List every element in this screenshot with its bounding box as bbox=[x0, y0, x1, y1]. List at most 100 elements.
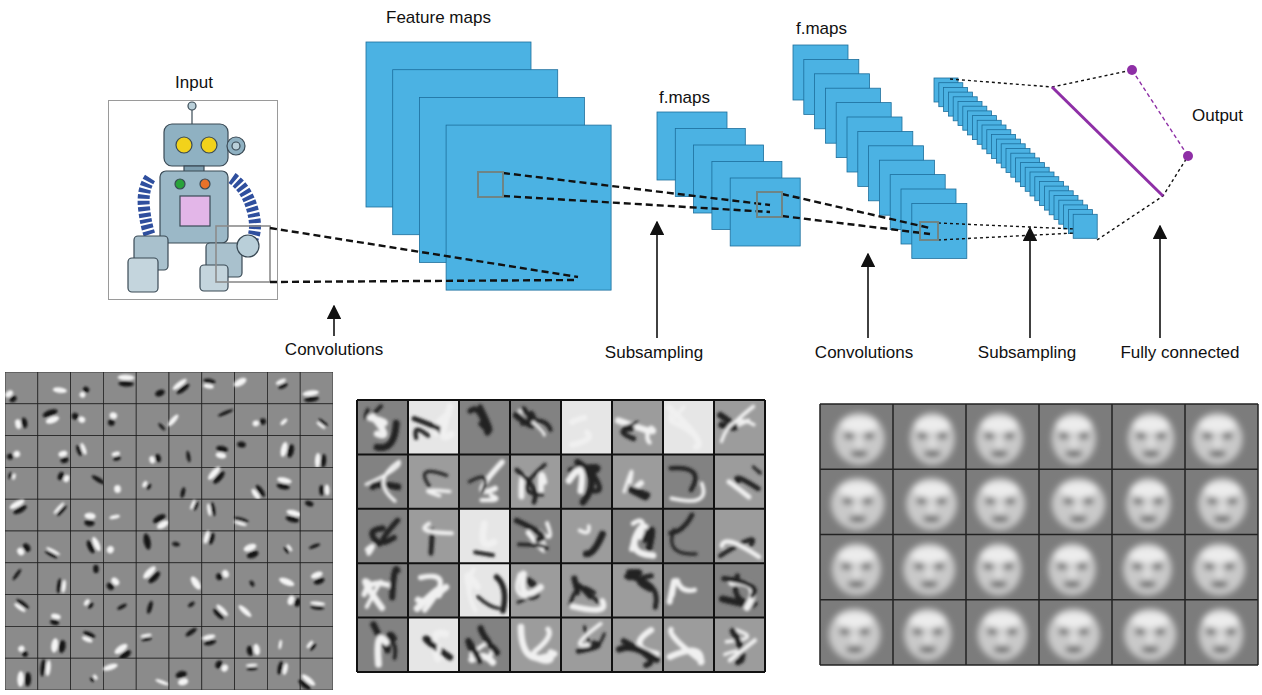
eye bbox=[984, 563, 994, 569]
part-strokes bbox=[475, 524, 494, 555]
eye bbox=[1135, 628, 1145, 634]
filter-tile bbox=[300, 436, 333, 468]
gabor-blob bbox=[106, 545, 115, 555]
face bbox=[1194, 543, 1246, 595]
blob bbox=[24, 672, 31, 687]
gabor-blob bbox=[44, 546, 61, 560]
blob bbox=[237, 603, 253, 618]
eye bbox=[841, 563, 851, 569]
gabor-blob bbox=[157, 422, 166, 431]
nose bbox=[852, 631, 858, 645]
blob bbox=[203, 378, 216, 385]
grid-line bbox=[1184, 404, 1186, 665]
blob bbox=[113, 456, 121, 462]
face-pattern bbox=[1194, 543, 1246, 595]
part-strokes bbox=[424, 524, 451, 554]
face bbox=[1124, 608, 1176, 660]
gabor-blob bbox=[17, 645, 29, 659]
part-stroke bbox=[671, 630, 702, 662]
filter-tile bbox=[714, 563, 765, 617]
gabor-blob bbox=[154, 388, 166, 398]
blob bbox=[208, 532, 216, 545]
gabor-blob bbox=[75, 442, 88, 457]
part-strokes bbox=[670, 580, 695, 601]
part-stroke bbox=[470, 409, 487, 433]
filter-tile bbox=[893, 600, 966, 665]
face-pattern bbox=[1052, 478, 1106, 530]
gabor-blob bbox=[166, 413, 180, 427]
gabor-blob bbox=[246, 643, 261, 657]
part-strokes bbox=[570, 578, 603, 610]
eye bbox=[840, 628, 850, 634]
blob bbox=[78, 391, 86, 399]
face-pattern bbox=[1199, 608, 1243, 660]
part-stroke bbox=[677, 580, 694, 590]
filter-tile bbox=[5, 626, 38, 658]
filter-tile bbox=[1039, 469, 1112, 534]
gabor-blob bbox=[42, 408, 61, 426]
face-pattern bbox=[1049, 543, 1096, 595]
face-pattern bbox=[1128, 413, 1174, 465]
part-stroke bbox=[443, 406, 451, 437]
filter-tile bbox=[103, 404, 136, 436]
filter-tile bbox=[300, 467, 333, 499]
filter-tile bbox=[5, 531, 38, 563]
part-strokes bbox=[470, 407, 490, 433]
part-strokes bbox=[671, 468, 704, 501]
filter-tile bbox=[1039, 600, 1112, 665]
filter-tile bbox=[408, 400, 459, 454]
blob bbox=[316, 421, 326, 430]
part-strokes bbox=[627, 572, 657, 607]
eye bbox=[1083, 498, 1093, 504]
gabor-blob bbox=[284, 508, 302, 524]
filter-tile bbox=[5, 404, 38, 436]
filter-tile bbox=[1112, 469, 1185, 534]
eye bbox=[933, 628, 943, 634]
filter-tile bbox=[459, 618, 510, 672]
part-stroke bbox=[478, 597, 499, 609]
filter-tile bbox=[612, 563, 663, 617]
part-strokes bbox=[669, 407, 699, 447]
face bbox=[1048, 608, 1100, 660]
filter-tile bbox=[300, 531, 333, 563]
mouth bbox=[923, 451, 941, 457]
filter-tile bbox=[561, 400, 612, 454]
part-stroke bbox=[481, 628, 497, 652]
part-stroke bbox=[377, 423, 396, 447]
blob bbox=[233, 520, 247, 527]
blob bbox=[308, 542, 320, 550]
blob bbox=[102, 662, 118, 672]
eye bbox=[1224, 563, 1234, 569]
filter-tile bbox=[510, 563, 561, 617]
blob bbox=[212, 470, 227, 486]
face-pattern bbox=[1192, 413, 1242, 465]
blob bbox=[172, 541, 180, 547]
blob bbox=[118, 374, 135, 380]
part-stroke bbox=[517, 470, 536, 502]
gabor-blob bbox=[286, 595, 302, 608]
blob bbox=[166, 413, 180, 427]
blob bbox=[186, 450, 192, 462]
eye bbox=[1057, 563, 1067, 569]
nose bbox=[856, 436, 862, 450]
gabor-blob bbox=[85, 536, 103, 555]
blob bbox=[297, 678, 312, 690]
blob bbox=[277, 476, 293, 485]
filter-tile bbox=[235, 467, 268, 499]
filter-tile bbox=[38, 404, 71, 436]
eye bbox=[1007, 628, 1017, 634]
filter-tile bbox=[267, 595, 300, 627]
part-stroke bbox=[535, 629, 550, 651]
gabor-blob bbox=[17, 671, 31, 687]
filter-tile bbox=[235, 563, 268, 595]
blob bbox=[212, 607, 225, 620]
filter-tile bbox=[893, 535, 966, 600]
gabor-blob bbox=[56, 578, 67, 594]
part-stroke bbox=[624, 471, 632, 491]
layer-heading: Feature maps bbox=[386, 8, 491, 28]
face-pattern bbox=[832, 543, 881, 595]
filter-tile bbox=[459, 454, 510, 508]
gabor-blob bbox=[206, 465, 227, 486]
blob bbox=[249, 580, 256, 588]
mouth bbox=[1142, 451, 1160, 457]
